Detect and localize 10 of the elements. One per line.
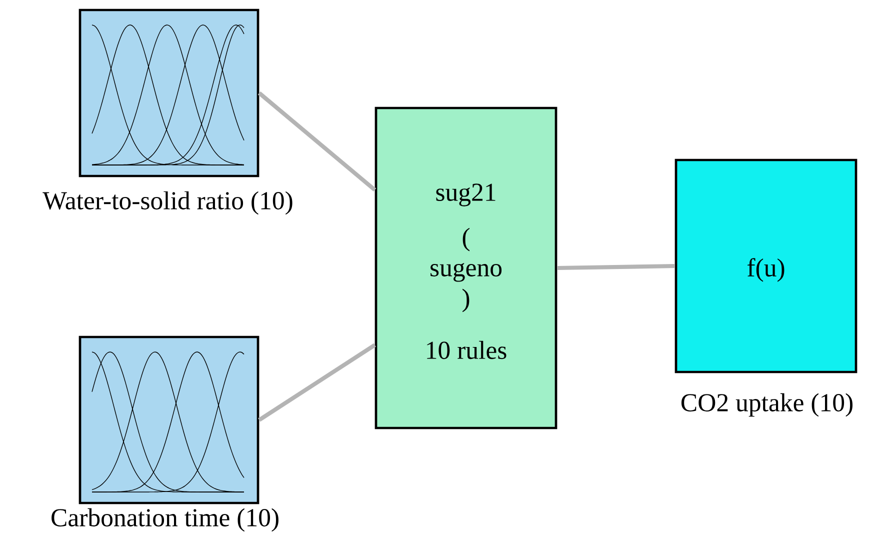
connector-line [258,343,376,422]
box-label: sug21 [436,184,496,206]
box-label: ( sugeno ) [430,228,502,312]
caption-label: CO2 uptake (10) [681,393,852,417]
caption-label: Water-to-solid ratio (10) [42,191,292,215]
connector-line [557,264,675,270]
box-label: 10 rules [427,340,506,360]
connector-line [258,91,376,192]
box-label: f(u) [747,258,784,282]
caption-label: Carbonation time (10) [52,508,278,532]
